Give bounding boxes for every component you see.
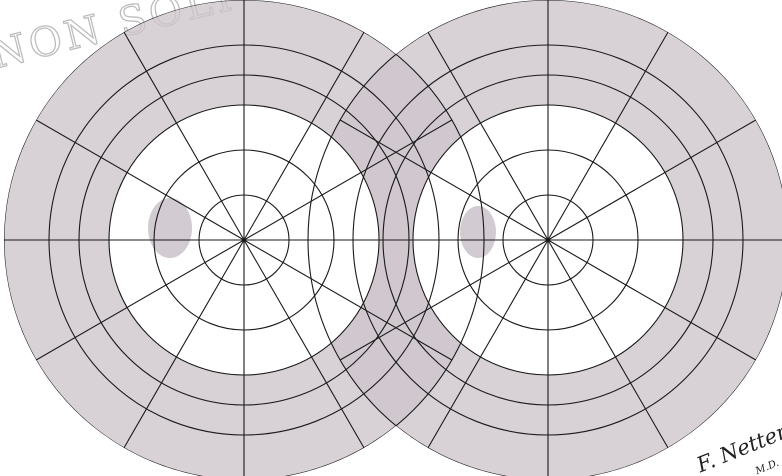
right-eye-blind-spot [460,206,496,258]
field-layer [4,0,782,476]
signature-suffix: M.D. [753,458,781,476]
artist-signature: F. Netter M.D. [692,419,782,476]
